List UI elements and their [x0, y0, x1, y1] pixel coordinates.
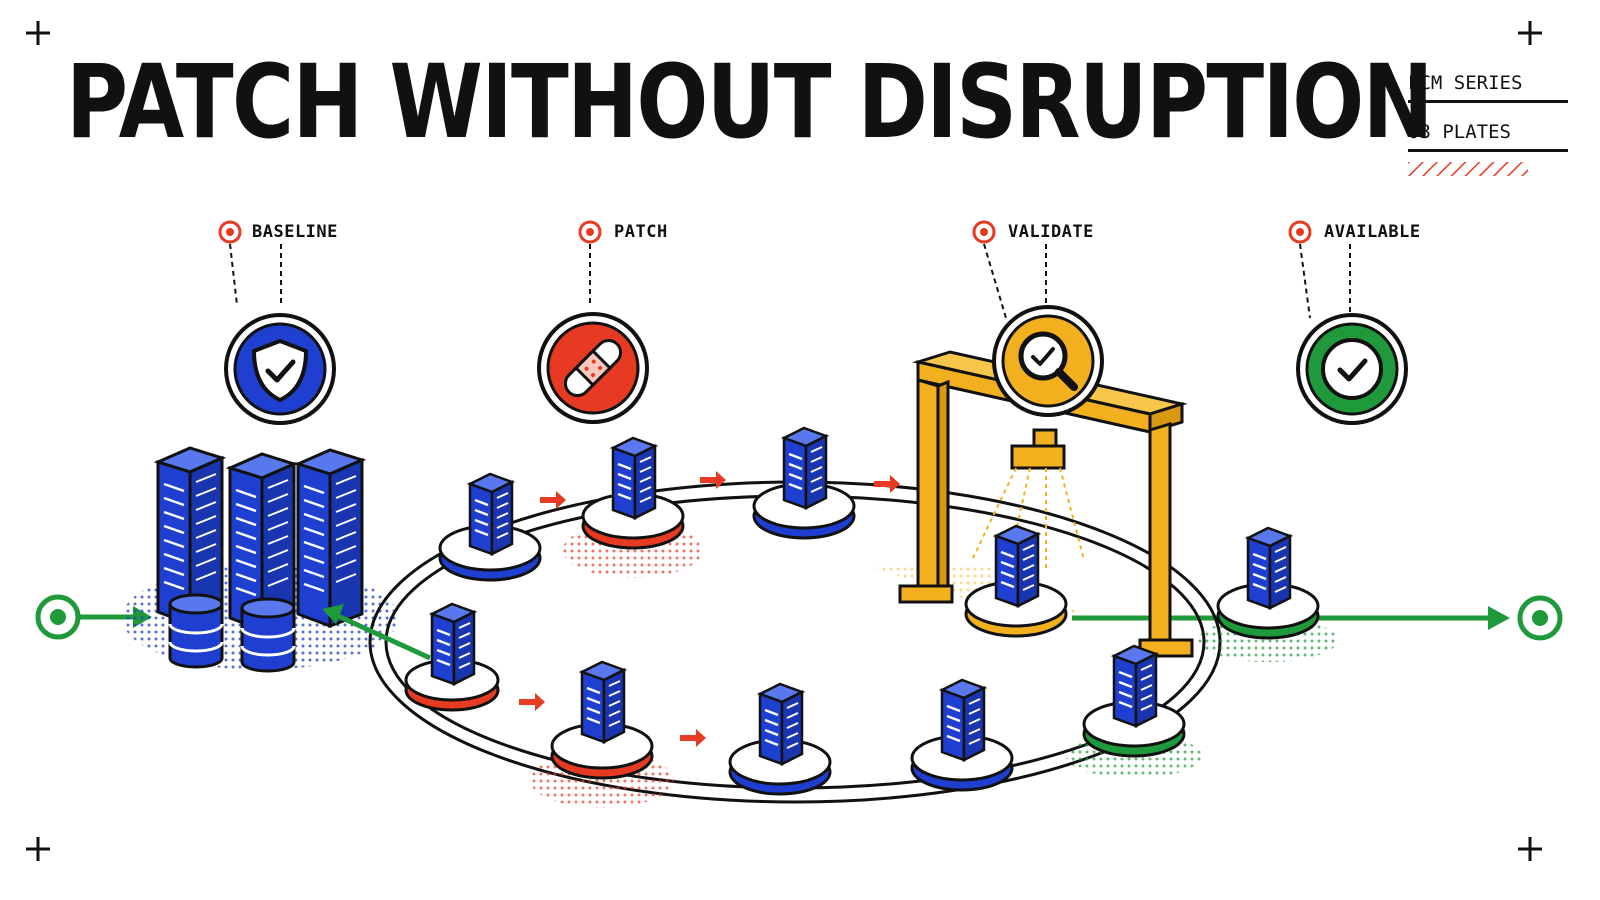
baseline-cluster [122, 446, 398, 673]
node-red-3 [404, 602, 500, 712]
corner-marks [26, 21, 1542, 861]
bandage-icon [537, 312, 649, 424]
node-red-2 [530, 660, 674, 808]
check-circle-icon [1296, 313, 1408, 425]
node-green-1 [1198, 526, 1338, 662]
series-label: LCM SERIES [1408, 68, 1568, 103]
node-blue-3 [910, 678, 1014, 792]
node-blue-1 [438, 472, 542, 582]
patch-marker-icon [578, 220, 602, 305]
node-red-1 [563, 436, 703, 578]
validate-marker-icon [972, 220, 1047, 319]
meta-hatch [1408, 162, 1528, 176]
node-green-2 [1066, 644, 1202, 778]
stage-label-baseline: BASELINE [252, 222, 338, 242]
stage-label-patch: PATCH [614, 222, 668, 242]
page-title: PATCH WITHOUT DISRUPTION [66, 43, 1433, 162]
node-yellow [964, 524, 1068, 638]
stage-label-available: AVAILABLE [1324, 222, 1421, 242]
stage-markers [218, 220, 1351, 319]
node-blue-2 [752, 426, 856, 540]
return-arrow [322, 604, 432, 661]
baseline-marker-icon [218, 220, 282, 306]
magnifier-check-icon [992, 305, 1104, 417]
node-blue-4 [728, 682, 832, 796]
plates-label: 03 PLATES [1408, 117, 1568, 152]
shield-check-icon [224, 313, 336, 425]
direction-arrows [519, 471, 900, 747]
stage-label-validate: VALIDATE [1008, 222, 1094, 242]
meta-block: LCM SERIES 03 PLATES [1408, 68, 1568, 166]
available-marker-icon [1288, 220, 1351, 319]
ring-nodes [404, 426, 1338, 808]
